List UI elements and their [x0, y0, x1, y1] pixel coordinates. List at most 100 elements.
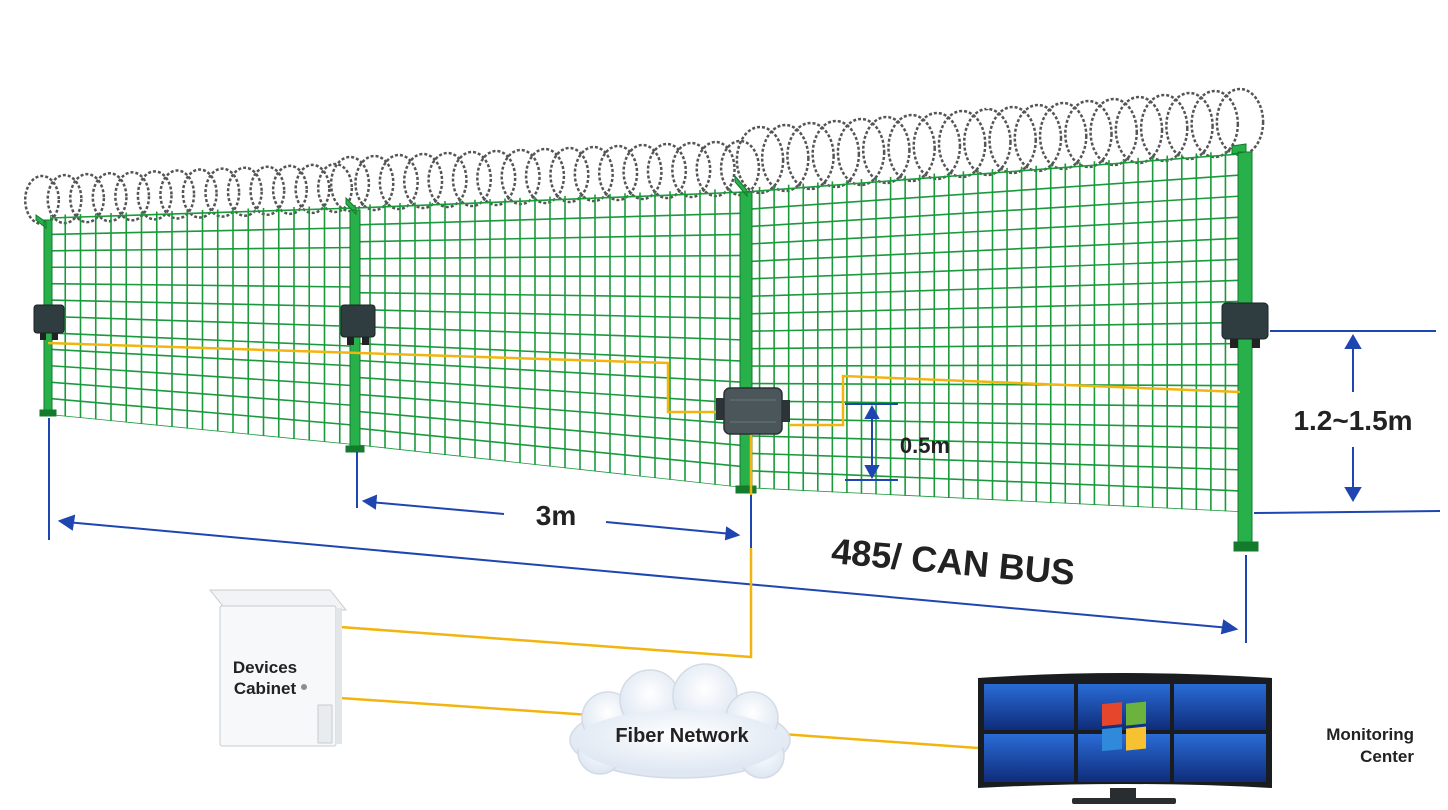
mesh-wire — [355, 325, 745, 341]
post-base — [1233, 541, 1259, 552]
razor-coil — [912, 111, 962, 181]
mesh-wire — [355, 342, 745, 362]
mesh-wire — [745, 434, 1240, 450]
razor-coil — [1114, 95, 1164, 165]
razor-coil — [836, 117, 886, 187]
fence-posts — [35, 143, 1259, 552]
razor-coil — [69, 172, 106, 224]
post-base — [735, 485, 757, 494]
razor-coil — [378, 153, 419, 211]
razor-coil — [1165, 91, 1214, 161]
razor-coil — [451, 150, 493, 208]
razor-coil — [1089, 97, 1139, 167]
cabinet-icon — [208, 589, 348, 747]
sensor-box-icon — [33, 304, 65, 340]
mesh-wire — [50, 397, 355, 427]
razor-coil — [402, 152, 444, 210]
mesh-wire — [355, 254, 745, 260]
razor-coil — [524, 147, 566, 205]
mesh-wire — [355, 191, 745, 209]
mesh-wire — [745, 153, 1240, 193]
razor-coil — [427, 151, 468, 209]
mesh-wire — [355, 359, 745, 384]
razor-coil — [1013, 103, 1063, 173]
razor-coil — [354, 154, 395, 212]
razor-coil — [760, 123, 810, 193]
bus-arrow — [65, 521, 1231, 629]
razor-coil — [294, 163, 331, 215]
mesh-wire — [355, 212, 745, 226]
monitor-wall-icon — [978, 673, 1272, 804]
fence-panel-middle — [355, 188, 745, 488]
razor-coil — [476, 149, 517, 207]
sensor-box-icon — [1221, 302, 1269, 348]
fence-height-label: 1.2~1.5m — [1293, 405, 1412, 436]
mesh-wire — [50, 315, 355, 328]
monitoring-label-line2: Center — [1360, 747, 1414, 766]
razor-coil — [861, 115, 911, 185]
razor-coil — [937, 109, 987, 179]
mesh-wire — [355, 308, 745, 320]
bus-label: 485/ CAN BUS — [830, 530, 1077, 593]
razor-coil — [500, 148, 541, 206]
razor-coil — [114, 171, 151, 222]
mesh-wire — [50, 332, 355, 348]
mesh-wire — [50, 246, 355, 252]
mesh-wire — [50, 364, 355, 387]
mesh-wire — [50, 207, 355, 219]
junction-box-icon — [716, 387, 790, 435]
windows-logo-icon — [1102, 701, 1146, 752]
mesh-wire — [355, 410, 745, 447]
mesh-wire — [50, 381, 355, 407]
razor-coil — [549, 146, 590, 204]
sensing-cable — [790, 374, 1241, 427]
mesh-wire — [355, 291, 745, 299]
razor-coil — [1064, 99, 1113, 169]
razor-coil — [271, 164, 308, 216]
razor-coil — [695, 140, 736, 198]
razor-coil — [646, 142, 688, 200]
razor-coil — [671, 141, 712, 199]
razor-coil — [988, 105, 1037, 175]
cabinet-label-line2: Cabinet — [234, 679, 297, 698]
span-arrow-right — [605, 521, 733, 535]
network-label: Fiber Network — [615, 725, 749, 747]
mesh-wire — [50, 299, 355, 308]
mesh-wire — [745, 300, 1240, 315]
razor-coil — [887, 113, 936, 183]
mesh-wire — [745, 216, 1240, 246]
razor-coil — [1215, 87, 1265, 157]
razor-coil — [181, 168, 218, 219]
sensing-cable — [47, 341, 720, 414]
mesh-wire — [745, 417, 1240, 429]
mesh-wire — [50, 348, 355, 367]
razor-coil — [91, 171, 128, 223]
razor-coil — [597, 144, 639, 202]
mesh-wire — [355, 233, 745, 243]
sensor-height-label: 0.5m — [900, 433, 950, 458]
span-arrow-left — [369, 501, 505, 515]
razor-coil — [811, 119, 861, 189]
dimension-lines — [48, 330, 1441, 643]
sensor-box-icon — [340, 304, 376, 345]
razor-coil — [226, 166, 263, 217]
mesh-wire — [745, 487, 1240, 512]
razor-coil — [573, 145, 614, 203]
mesh-wire — [745, 382, 1240, 387]
post-base — [39, 409, 57, 417]
razor-coil — [1038, 101, 1088, 171]
mesh-wire — [745, 363, 1240, 367]
razor-coil — [159, 169, 196, 220]
monitoring-label-line1: Monitoring — [1326, 725, 1414, 744]
cabinet-label-line1: Devices — [233, 658, 297, 677]
mesh-wire — [745, 279, 1240, 298]
post-base — [345, 445, 365, 453]
razor-coil — [735, 125, 785, 195]
mesh-wire — [745, 400, 1240, 408]
mesh-wire — [355, 274, 745, 278]
connection-cables — [339, 548, 979, 750]
mesh-wire — [745, 452, 1240, 471]
razor-coil — [963, 107, 1012, 177]
mesh-wire — [745, 342, 1240, 350]
